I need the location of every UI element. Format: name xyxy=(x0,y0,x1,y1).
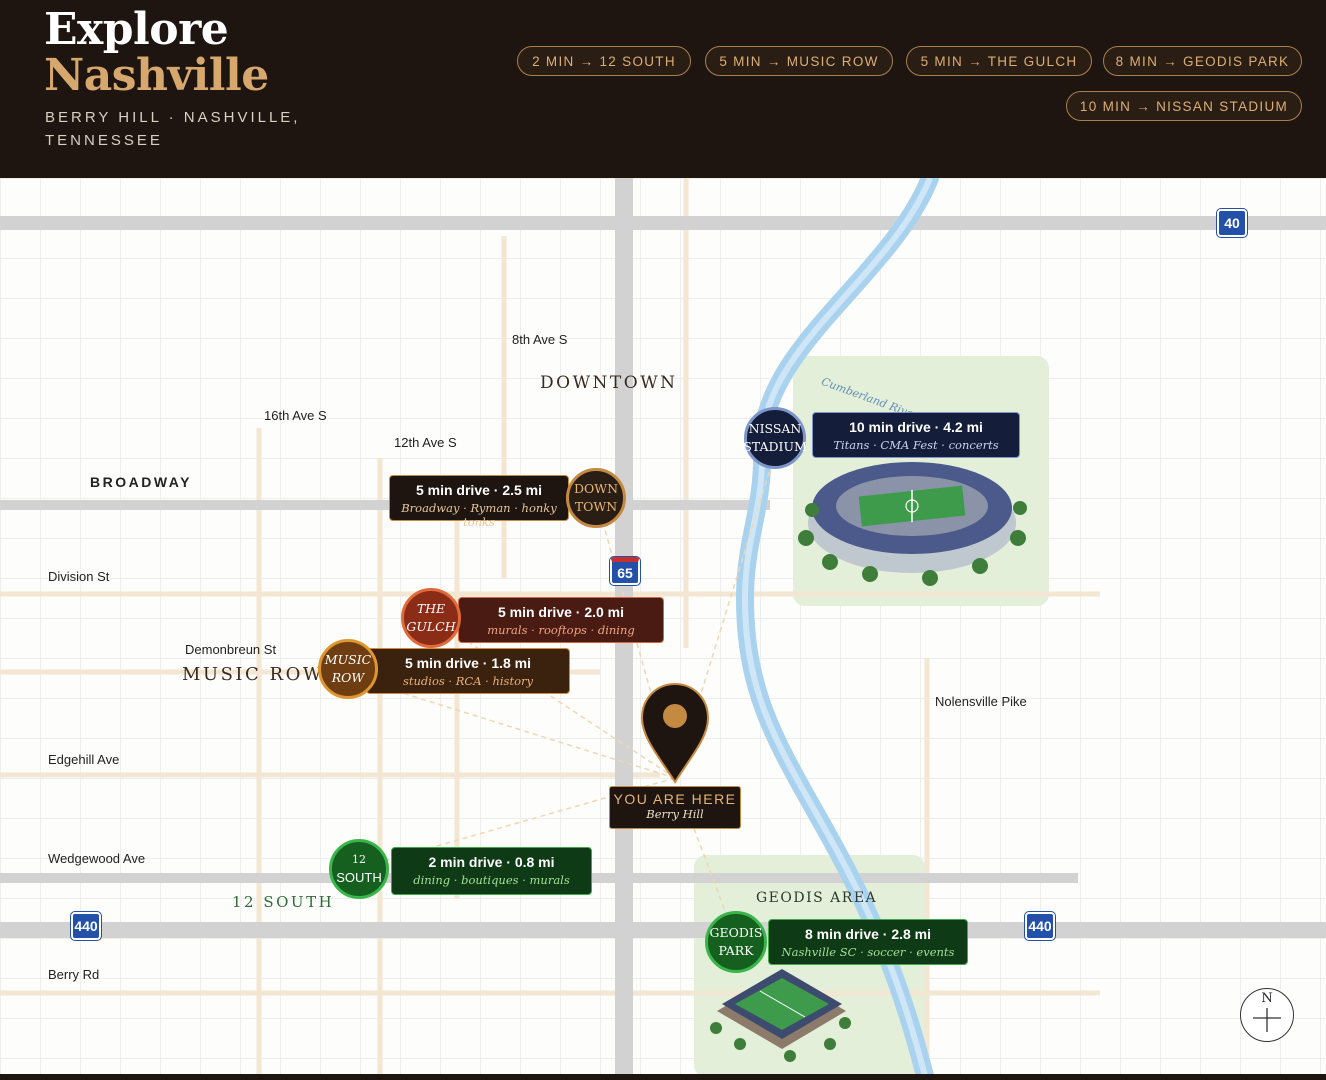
you-are-here-label: YOU ARE HERE Berry Hill xyxy=(609,786,741,829)
pill-nissan-stadium[interactable]: 10 MIN → NISSAN STADIUM xyxy=(1066,91,1302,121)
nissan-stadium-badge[interactable]: NISSAN STADIUM xyxy=(743,407,807,469)
street-label-broadway: BROADWAY xyxy=(90,474,192,490)
you-are-here-subtitle: Berry Hill xyxy=(646,807,704,821)
interstate-440-shield-west: 440 xyxy=(70,911,102,941)
gulch-drive-time: 5 min drive · 2.0 mi xyxy=(497,604,625,620)
page-title-line2: Nashville xyxy=(44,50,269,101)
downtown-badge-line1: DOWN xyxy=(573,481,619,496)
street-label-berry-rd: Berry Rd xyxy=(48,967,100,982)
geodis-badge-line2: PARK xyxy=(718,943,754,958)
header: Explore Nashville BERRY HILL · NASHVILLE… xyxy=(0,0,1326,178)
geodis-park-badge[interactable]: GEODIS PARK xyxy=(705,911,767,973)
pill-the-gulch[interactable]: 5 MIN → THE GULCH xyxy=(906,46,1092,76)
district-label-downtown: DOWNTOWN xyxy=(540,373,678,393)
12-south-tags: dining · boutiques · murals xyxy=(413,873,570,887)
street-label-demonbreun: Demonbreun St xyxy=(185,642,277,657)
music-row-tags: studios · RCA · history xyxy=(402,674,533,688)
downtown-badge[interactable]: DOWN TOWN xyxy=(566,468,626,528)
geodis-info-card[interactable]: 8 min drive · 2.8 mi Nashville SC · socc… xyxy=(768,919,968,965)
music-row-badge-line2: ROW xyxy=(331,670,365,685)
gulch-info-card[interactable]: 5 min drive · 2.0 mi murals · rooftops ·… xyxy=(458,597,664,643)
downtown-drive-time: 5 min drive · 2.5 mi xyxy=(415,482,543,498)
you-are-here-pin-icon xyxy=(640,682,710,784)
gulch-badge[interactable]: THE GULCH xyxy=(401,588,461,648)
geodis-tags: Nashville SC · soccer · events xyxy=(781,945,955,959)
map-area[interactable]: Cumberland River 8th Ave S 16th Ave S 12… xyxy=(0,178,1326,1076)
geodis-badge-line1: GEODIS xyxy=(709,925,763,940)
district-label-12-south: 12 SOUTH xyxy=(232,893,335,911)
12-south-info-card[interactable]: 2 min drive · 0.8 mi dining · boutiques … xyxy=(391,847,592,895)
district-label-music-row: MUSIC ROW xyxy=(182,664,324,685)
district-label-geodis-area: GEODIS AREA xyxy=(756,890,878,906)
nissan-stadium-illustration xyxy=(798,462,1027,586)
12-south-badge[interactable]: 12 SOUTH xyxy=(329,839,389,899)
nissan-drive-time: 10 min drive · 4.2 mi xyxy=(849,419,983,435)
street-label-8th-ave: 8th Ave S xyxy=(512,332,568,347)
interstate-440-shield-east: 440 xyxy=(1024,911,1056,941)
pill-12-south[interactable]: 2 MIN → 12 SOUTH xyxy=(517,46,691,76)
minor-streets xyxy=(0,178,1100,1076)
downtown-tags: Broadway · Ryman · honky tonks xyxy=(401,501,557,529)
street-label-edgehill: Edgehill Ave xyxy=(48,752,120,767)
nissan-stadium-info-card[interactable]: 10 min drive · 4.2 mi Titans · CMA Fest … xyxy=(812,412,1020,458)
compass-icon: N xyxy=(1240,988,1294,1042)
music-row-info-card[interactable]: 5 min drive · 1.8 mi studios · RCA · his… xyxy=(366,648,570,694)
gulch-tags: murals · rooftops · dining xyxy=(487,623,635,637)
page-title-line1: Explore xyxy=(44,4,229,55)
downtown-info-card[interactable]: 5 min drive · 2.5 mi Broadway · Ryman · … xyxy=(389,475,569,529)
nissan-badge-line2: STADIUM xyxy=(743,439,807,454)
12-south-drive-time: 2 min drive · 0.8 mi xyxy=(428,854,555,870)
compass-north-label: N xyxy=(1261,991,1273,1006)
music-row-badge-line1: MUSIC xyxy=(324,652,372,667)
you-are-here-title: YOU ARE HERE xyxy=(613,791,737,807)
pill-music-row[interactable]: 5 MIN → MUSIC ROW xyxy=(705,46,893,76)
music-row-drive-time: 5 min drive · 1.8 mi xyxy=(404,655,532,671)
interstate-40-shield: 40 xyxy=(1216,208,1248,238)
downtown-badge-line2: TOWN xyxy=(574,499,618,514)
geodis-park-illustration xyxy=(710,969,851,1062)
pill-geodis-park[interactable]: 8 MIN → GEODIS PARK xyxy=(1103,46,1302,76)
music-row-badge[interactable]: MUSIC ROW xyxy=(318,639,378,699)
road-network xyxy=(0,178,1326,1076)
nissan-tags: Titans · CMA Fest · concerts xyxy=(833,438,999,452)
12-south-badge-line2: SOUTH xyxy=(336,870,382,885)
12-south-badge-line1: 12 xyxy=(352,853,366,866)
geodis-drive-time: 8 min drive · 2.8 mi xyxy=(804,926,932,942)
street-label-division: Division St xyxy=(48,569,110,584)
street-label-nolensville: Nolensville Pike xyxy=(935,694,1027,709)
gulch-badge-line1: THE xyxy=(416,601,446,616)
compass-cross-icon xyxy=(1252,1007,1281,1032)
interstate-65-shield: 65 xyxy=(609,556,641,586)
bottom-border xyxy=(0,1074,1326,1080)
street-label-wedgewood: Wedgewood Ave xyxy=(48,851,146,866)
location-subtitle: BERRY HILL · NASHVILLE, TENNESSEE xyxy=(45,109,301,149)
nissan-badge-line1: NISSAN xyxy=(748,421,802,436)
street-label-12th-ave: 12th Ave S xyxy=(394,435,457,450)
gulch-badge-line2: GULCH xyxy=(406,619,456,634)
street-label-16th-ave: 16th Ave S xyxy=(264,408,327,423)
